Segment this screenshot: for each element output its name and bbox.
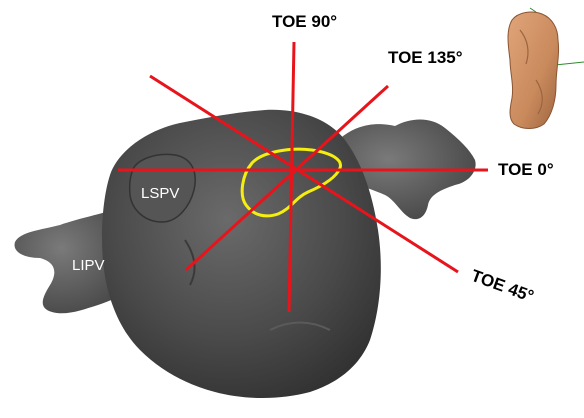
toe-45-label: TOE 45° [469,266,537,306]
toe-90-label: TOE 90° [272,12,337,31]
orientation-model-icon [508,8,584,129]
lspv-label: LSPV [141,185,179,202]
left-atrium-body [102,110,381,398]
lipv-label: LIPV [72,257,105,274]
toe-135-label: TOE 135° [388,48,463,67]
toe-0-label: TOE 0° [498,160,554,179]
